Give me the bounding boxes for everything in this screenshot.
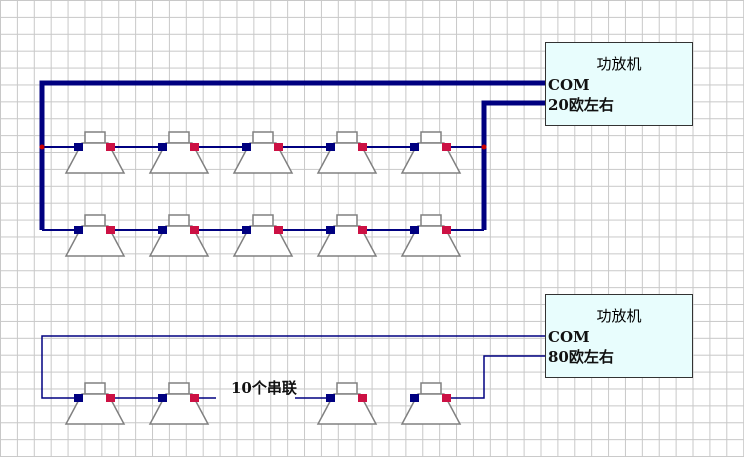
junction-dot: [481, 144, 487, 150]
loudspeaker-icon: [316, 131, 378, 174]
negative-terminal: [158, 143, 167, 151]
positive-terminal: [106, 143, 115, 151]
speaker-group: [64, 131, 462, 425]
load-bus-wire: [481, 100, 545, 230]
junction-dot: [39, 144, 45, 150]
loudspeaker-icon: [64, 131, 126, 174]
amplifier-title: 功放机: [596, 55, 642, 73]
speaker-magnet: [420, 131, 442, 144]
positive-terminal: [106, 226, 115, 234]
loudspeaker-icon: [232, 131, 294, 174]
negative-terminal: [326, 226, 335, 234]
loudspeaker-icon: [400, 131, 462, 174]
loudspeaker-icon: [148, 382, 210, 425]
positive-terminal: [190, 226, 199, 234]
com-return-wire: [41, 335, 545, 399]
loudspeaker-icon: [64, 382, 126, 425]
speaker-magnet: [420, 214, 442, 227]
amplifier-bottom: 功放机 COM 80欧左右: [545, 294, 693, 378]
com-bus-wire: [39, 80, 545, 230]
loudspeaker-icon: [148, 214, 210, 257]
negative-terminal: [242, 143, 251, 151]
negative-terminal: [158, 226, 167, 234]
negative-terminal: [410, 143, 419, 151]
positive-terminal: [358, 143, 367, 151]
positive-terminal: [190, 143, 199, 151]
speaker-magnet: [84, 214, 106, 227]
speaker-magnet: [336, 214, 358, 227]
speaker-magnet: [168, 214, 190, 227]
positive-terminal: [274, 226, 283, 234]
negative-terminal: [74, 143, 83, 151]
loudspeaker-icon: [316, 382, 378, 425]
speaker-magnet: [84, 382, 106, 395]
load-feed-wire: [420, 355, 545, 399]
speaker-magnet: [252, 214, 274, 227]
positive-terminal: [358, 394, 367, 402]
positive-terminal: [358, 226, 367, 234]
positive-terminal: [106, 394, 115, 402]
speaker-magnet: [84, 131, 106, 144]
loudspeaker-icon: [64, 214, 126, 257]
negative-terminal: [74, 394, 83, 402]
parallel-circuit-wires: [39, 80, 545, 230]
junction-dots: [39, 144, 487, 150]
negative-terminal: [158, 394, 167, 402]
loudspeaker-icon: [148, 131, 210, 174]
positive-terminal: [190, 394, 199, 402]
negative-terminal: [74, 226, 83, 234]
amplifier-title: 功放机: [596, 307, 642, 325]
series-count-note: 10个串联: [231, 379, 297, 397]
amplifier-top: 功放机 COM 20欧左右: [545, 42, 693, 126]
com-terminal-label: COM: [548, 328, 590, 346]
positive-terminal: [442, 143, 451, 151]
positive-terminal: [274, 143, 283, 151]
load-terminal-label: 80欧左右: [548, 348, 614, 366]
loudspeaker-icon: [316, 214, 378, 257]
loudspeaker-icon: [400, 214, 462, 257]
negative-terminal: [410, 226, 419, 234]
speaker-magnet: [336, 382, 358, 395]
positive-terminal: [442, 226, 451, 234]
positive-terminal: [442, 394, 451, 402]
negative-terminal: [410, 394, 419, 402]
negative-terminal: [326, 143, 335, 151]
loudspeaker-icon: [400, 382, 462, 425]
speaker-magnet: [168, 382, 190, 395]
negative-terminal: [326, 394, 335, 402]
speaker-magnet: [168, 131, 190, 144]
load-terminal-label: 20欧左右: [548, 96, 614, 114]
speaker-magnet: [336, 131, 358, 144]
negative-terminal: [242, 226, 251, 234]
series-circuit-wires: [41, 335, 545, 399]
com-terminal-label: COM: [548, 76, 590, 94]
loudspeaker-icon: [232, 214, 294, 257]
speaker-magnet: [420, 382, 442, 395]
speaker-magnet: [252, 131, 274, 144]
